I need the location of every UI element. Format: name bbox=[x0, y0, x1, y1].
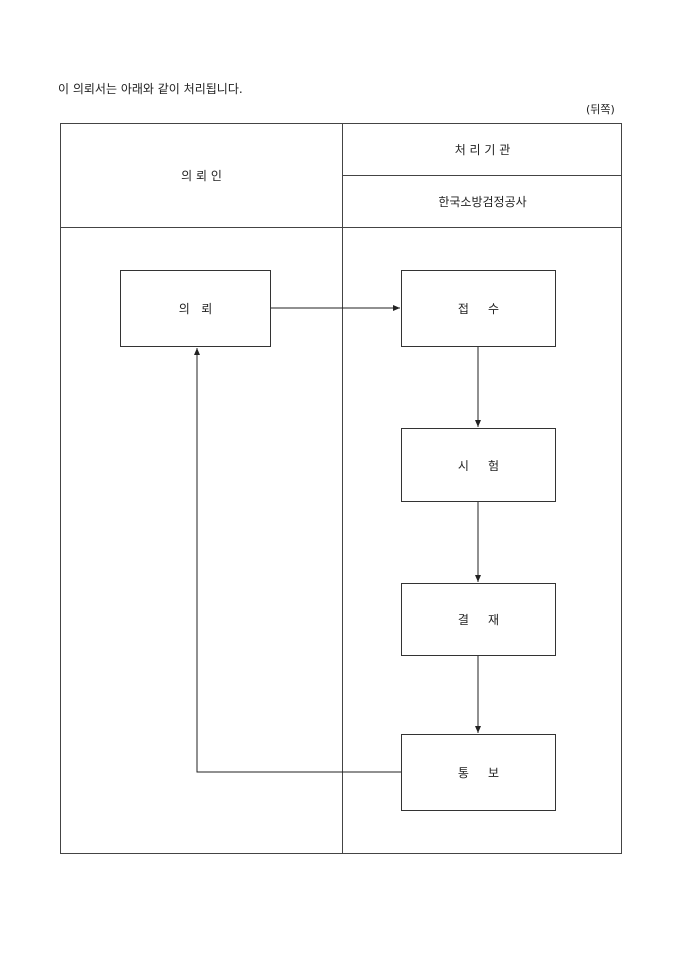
step-request: 의 뢰 bbox=[120, 270, 271, 347]
step-notify: 통 보 bbox=[401, 734, 556, 811]
side-label: (뒤쪽) bbox=[586, 103, 615, 116]
header-divider bbox=[342, 175, 622, 176]
step-test: 시 험 bbox=[401, 428, 556, 502]
step-approval: 결 재 bbox=[401, 583, 556, 656]
process-table: 의 뢰 인 처 리 기 관 한국소방검정공사 bbox=[60, 123, 622, 854]
agency-name: 한국소방검정공사 bbox=[438, 195, 527, 209]
requester-header: 의 뢰 인 bbox=[181, 169, 222, 183]
step-receipt: 접 수 bbox=[401, 270, 556, 347]
column-divider bbox=[342, 124, 343, 853]
intro-text: 이 의뢰서는 아래와 같이 처리됩니다. bbox=[58, 82, 243, 96]
agency-header: 처 리 기 관 bbox=[454, 143, 511, 157]
header-bottom-line bbox=[61, 227, 621, 228]
arrow-notify-to-request bbox=[194, 348, 401, 773]
